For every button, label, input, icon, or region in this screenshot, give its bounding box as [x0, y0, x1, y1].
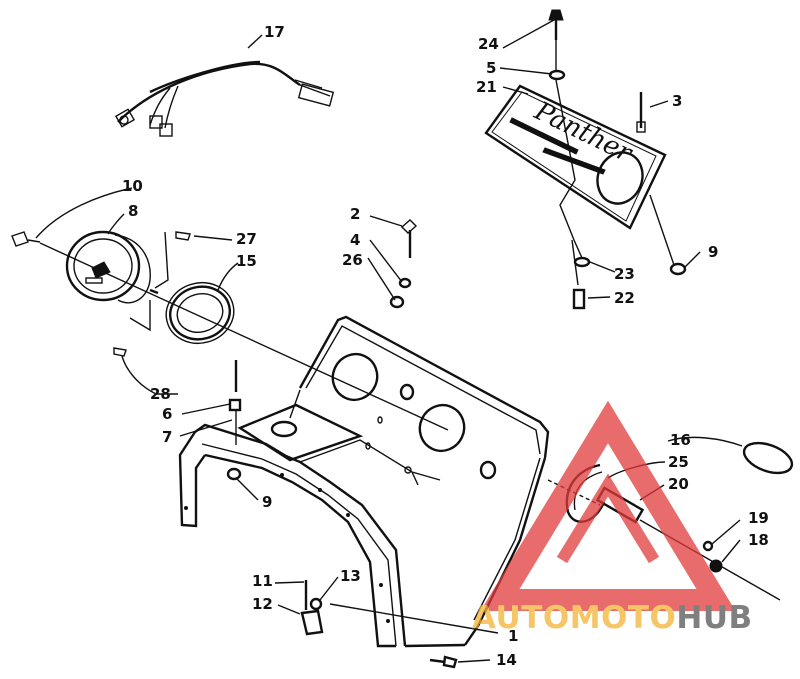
nut — [709, 559, 723, 573]
nut — [702, 540, 714, 552]
name-plate: Panther — [484, 84, 667, 230]
callout-9-left: 9 — [262, 493, 272, 511]
callout-7: 7 — [162, 428, 172, 446]
bolt — [400, 219, 418, 258]
callout-28: 28 — [150, 385, 171, 403]
screw — [429, 655, 458, 669]
retaining-ring — [742, 441, 794, 475]
callout-6: 6 — [162, 405, 172, 423]
callout-9-right: 9 — [708, 243, 718, 261]
callout-10: 10 — [122, 177, 143, 195]
wiring-harness — [114, 60, 335, 137]
nut — [228, 398, 242, 412]
callout-14: 14 — [496, 651, 517, 669]
washer — [548, 69, 566, 81]
screw — [113, 347, 127, 357]
screw — [175, 231, 191, 241]
callout-18: 18 — [748, 531, 769, 549]
leader-lines — [35, 19, 743, 663]
callout-22: 22 — [614, 289, 635, 307]
callout-24: 24 — [478, 35, 499, 53]
callout-23: 23 — [614, 265, 635, 283]
callout-16: 16 — [670, 431, 691, 449]
callout-12: 12 — [252, 595, 273, 613]
watermark-logo-triangle — [480, 400, 736, 611]
callout-25: 25 — [668, 453, 689, 471]
callout-19: 19 — [748, 509, 769, 527]
bracket — [300, 580, 324, 636]
callout-13: 13 — [340, 567, 361, 585]
bolt — [548, 9, 564, 70]
nut — [572, 288, 586, 310]
washer — [398, 277, 412, 289]
nut — [669, 262, 687, 276]
callout-4: 4 — [350, 231, 360, 249]
callout-1: 1 — [508, 627, 518, 645]
callout-21: 21 — [476, 78, 497, 96]
callout-26: 26 — [342, 251, 363, 269]
watermark-automoto: AUTOMOTO — [472, 600, 676, 636]
washer — [573, 256, 591, 268]
speedometer — [65, 230, 159, 304]
watermark-hub: HUB — [676, 600, 752, 636]
callout-labels: 1 2 3 4 5 6 7 8 9 9 10 11 12 13 14 15 16… — [122, 23, 769, 669]
callout-8: 8 — [128, 202, 138, 220]
nut — [226, 467, 242, 481]
callout-15: 15 — [236, 252, 257, 270]
screw — [636, 92, 646, 133]
callout-11: 11 — [252, 572, 273, 590]
nut — [389, 295, 405, 309]
callout-3: 3 — [672, 92, 682, 110]
callout-5: 5 — [486, 59, 496, 77]
watermark: AUTOMOTOHUB — [472, 400, 753, 636]
gauge-bezel — [165, 282, 235, 344]
watermark-text: AUTOMOTOHUB — [472, 600, 753, 636]
callout-27: 27 — [236, 230, 257, 248]
callout-17: 17 — [264, 23, 285, 41]
callout-20: 20 — [668, 475, 689, 493]
callout-2: 2 — [350, 205, 360, 223]
bulb — [11, 231, 41, 247]
